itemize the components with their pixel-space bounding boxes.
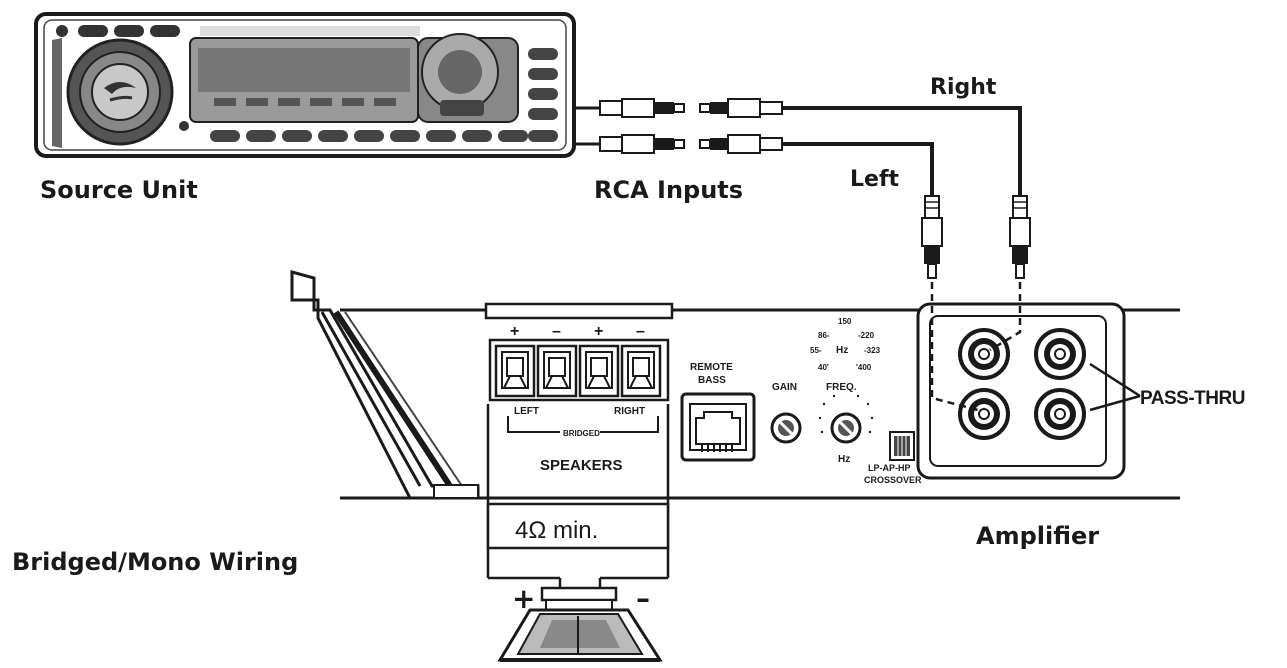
freq-tick-label: -323	[864, 346, 881, 355]
freq-tick-label: '400	[856, 363, 872, 372]
speaker-wiring	[486, 404, 670, 588]
speakers-label: SPEAKERS	[540, 457, 623, 474]
right-label: Right	[930, 75, 997, 100]
terminal-polarity-label: –	[636, 323, 645, 340]
speaker-terminal	[578, 344, 620, 398]
speaker-plus-label: +	[512, 582, 535, 615]
gain-knob	[770, 412, 802, 444]
pass-thru-pointer-bottom	[1089, 394, 1141, 412]
bridged-mono-wiring-label: Bridged/Mono Wiring	[12, 548, 298, 576]
hz-top-label: Hz	[836, 345, 848, 356]
speaker-minus-label: –	[636, 582, 650, 615]
freq-tick-label: 40'	[818, 363, 829, 372]
rca-jack-top-right	[1034, 328, 1086, 380]
bridged-label: BRIDGED	[563, 429, 600, 438]
freq-label: FREQ.	[826, 382, 857, 393]
impedance-label: 4Ω min.	[515, 517, 598, 544]
freq-tick-label: 86-	[818, 331, 830, 340]
rca-plug-right-vertical	[1009, 195, 1031, 279]
rca-plug-pair-source	[574, 98, 685, 154]
hz-label: Hz	[838, 454, 850, 465]
rca-inputs-label: RCA Inputs	[594, 176, 743, 204]
source-unit-label: Source Unit	[40, 176, 198, 204]
gain-label: GAIN	[772, 382, 797, 393]
left-terminal-label: LEFT	[514, 406, 539, 417]
crossover-type-label: LP-AP-HP	[868, 463, 911, 473]
rca-plug-left-vertical	[921, 195, 943, 279]
pass-thru-pointer-top	[1089, 362, 1141, 398]
terminal-polarity-label: –	[552, 323, 561, 340]
rca-jack-bottom-left	[958, 388, 1010, 440]
right-channel-cable	[782, 106, 1022, 196]
left-label: Left	[850, 167, 900, 192]
left-channel-cable	[782, 142, 934, 196]
pass-thru-label: PASS-THRU	[1140, 388, 1245, 409]
bass-label: BASS	[698, 375, 726, 386]
subwoofer-speaker	[497, 586, 663, 662]
freq-tick-label: 55-	[810, 346, 822, 355]
speaker-terminal	[620, 344, 662, 398]
freq-knob	[818, 394, 874, 444]
rca-jack-top-left	[958, 328, 1010, 380]
bridged-label-bg	[560, 426, 600, 438]
remote-bass-port	[680, 392, 756, 462]
left-input-route	[930, 282, 979, 412]
terminal-polarity-label: +	[510, 323, 519, 340]
speaker-terminal	[536, 344, 578, 398]
speaker-terminal	[494, 344, 536, 398]
remote-label: REMOTE	[690, 362, 733, 373]
amplifier-label: Amplifier	[976, 522, 1099, 550]
freq-tick-label: 150	[838, 317, 852, 326]
rca-plug-pair-cable	[699, 98, 783, 154]
right-input-route	[989, 282, 1022, 352]
freq-tick-label: -220	[858, 331, 875, 340]
rca-jack-bottom-right	[1034, 388, 1086, 440]
crossover-switch	[889, 431, 915, 461]
crossover-label: CROSSOVER	[864, 475, 922, 485]
right-terminal-label: RIGHT	[614, 406, 645, 417]
terminal-polarity-label: +	[594, 323, 603, 340]
source-unit-device	[34, 12, 576, 158]
